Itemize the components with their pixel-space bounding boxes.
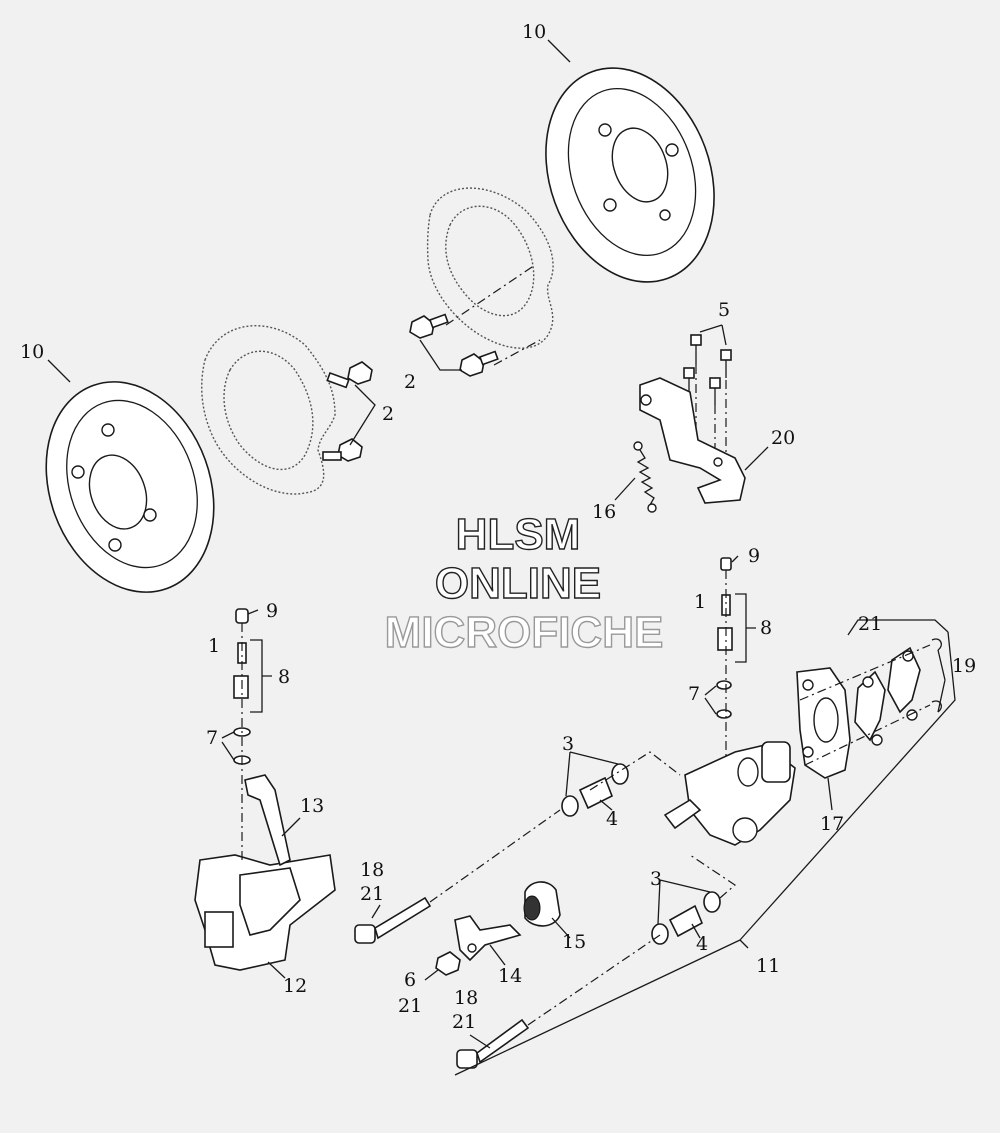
leader-upper-pin xyxy=(429,751,681,903)
leader-screws xyxy=(688,365,727,460)
lever-arm xyxy=(454,915,522,962)
callout-sleeve-top: 4 xyxy=(606,808,618,830)
pad-clips xyxy=(931,638,942,713)
callout-bleeder-cap-left: 9 xyxy=(266,600,278,622)
callout-numbers: 10 10 2 2 5 20 16 9 1 8 7 13 12 9 1 8 7 … xyxy=(20,21,976,1033)
callout-bracket: 20 xyxy=(771,427,795,449)
piston xyxy=(523,881,561,927)
callout-rotor-top: 10 xyxy=(522,21,546,43)
callout-bolts-left: 2 xyxy=(382,403,394,425)
callout-pin-bottom-a: 18 xyxy=(454,987,478,1009)
leader-lower-pin xyxy=(527,854,736,1026)
caliper-bracket xyxy=(639,377,746,504)
callout-sleeve-bottom: 4 xyxy=(696,933,708,955)
bracket-screws xyxy=(683,334,732,405)
callout-piston: 15 xyxy=(562,931,586,953)
callout-bleeder-asm-right: 8 xyxy=(760,617,772,639)
watermark-line-2: ONLINE xyxy=(435,559,601,608)
callout-pin-bottom-b: 21 xyxy=(452,1011,476,1033)
callout-oring-bottom: 3 xyxy=(650,868,662,890)
brake-pads xyxy=(854,646,921,746)
callout-washer-right: 7 xyxy=(688,683,700,705)
mounting-plate xyxy=(796,667,851,779)
callout-pin-top-b: 21 xyxy=(360,883,384,905)
callout-caliper-kit: 11 xyxy=(756,955,780,977)
watermark-line-3: MICROFICHE xyxy=(385,608,664,657)
backing-gasket-top xyxy=(426,187,554,349)
callout-bleeder-right: 1 xyxy=(694,591,706,613)
bolts-left xyxy=(322,361,373,462)
callout-bolts-top: 2 xyxy=(404,371,416,393)
return-spring xyxy=(633,441,657,513)
leader-pads xyxy=(799,644,931,766)
backing-gasket-left xyxy=(201,325,336,495)
seals-bottom xyxy=(651,891,721,945)
callout-bleeder-asm-left: 8 xyxy=(278,666,290,688)
bleeder-stack-right xyxy=(716,557,733,719)
brake-rotor-left xyxy=(45,381,215,593)
watermark-line-1: HLSM xyxy=(456,510,581,559)
callout-lever-left: 13 xyxy=(300,795,324,817)
caliper-left xyxy=(194,774,336,971)
callout-nut-b: 21 xyxy=(398,995,422,1017)
callout-rotor-left: 10 xyxy=(20,341,44,363)
guide-pin-top xyxy=(354,896,432,944)
callout-caliper-left: 12 xyxy=(283,975,307,997)
callout-spring: 16 xyxy=(592,501,616,523)
leader-bolt-top xyxy=(445,264,536,326)
callout-washer-left: 7 xyxy=(206,727,218,749)
brake-rotor-top xyxy=(545,67,715,283)
callout-nut-a: 6 xyxy=(404,969,416,991)
callout-pad-clips: 19 xyxy=(952,655,976,677)
caliper-housing-right xyxy=(663,741,796,846)
leader-bolt-top-2 xyxy=(493,339,541,366)
watermark: HLSM ONLINE MICROFICHE xyxy=(384,509,664,657)
guide-pin-bottom xyxy=(456,1018,530,1069)
callout-leaders xyxy=(47,39,956,1076)
callout-pads: 21 xyxy=(858,613,882,635)
callout-pin-top-a: 18 xyxy=(360,859,384,881)
callout-mount-plate: 17 xyxy=(820,813,844,835)
callout-bleeder-left: 1 xyxy=(208,635,220,657)
callout-oring-top: 3 xyxy=(562,733,574,755)
callout-lever-arm: 14 xyxy=(498,965,522,987)
callout-screws: 5 xyxy=(718,299,730,321)
callout-bleeder-cap-right: 9 xyxy=(748,545,760,567)
nut xyxy=(435,951,461,976)
